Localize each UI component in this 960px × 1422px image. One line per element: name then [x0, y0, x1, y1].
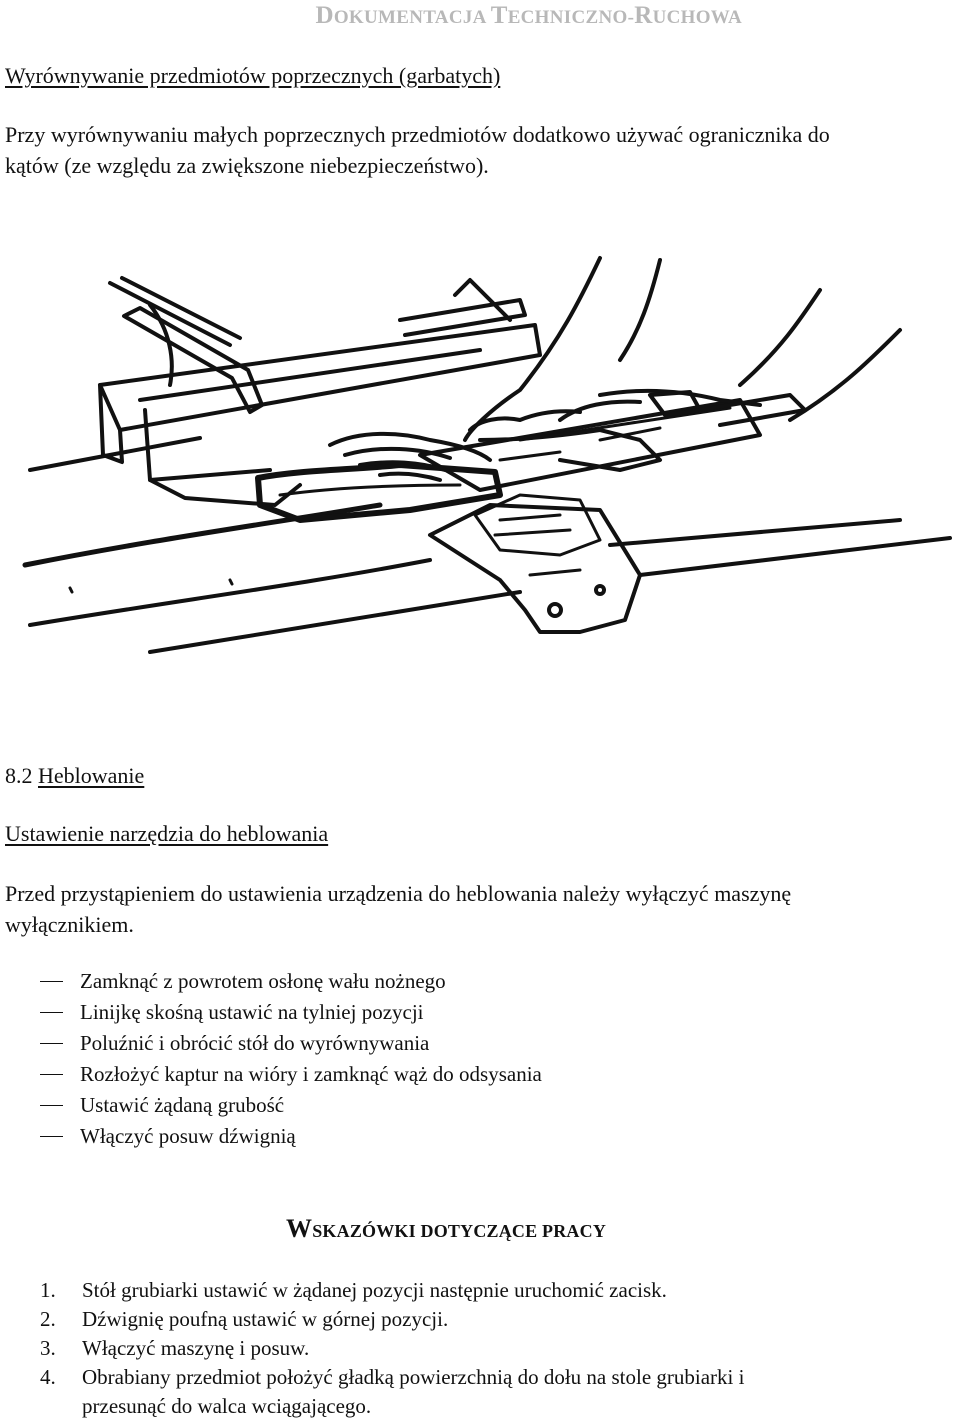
item-number: 3. [40, 1336, 56, 1360]
section2-paragraph-line1: Przed przystąpieniem do ustawienia urząd… [5, 881, 792, 906]
dash-icon [40, 1043, 63, 1044]
item-number: 1. [40, 1278, 56, 1302]
header-initial-d: D [315, 2, 334, 29]
item-text-continued: przesunąć do walca wciągającego. [82, 1394, 372, 1418]
header-word-1: OKUMENTACJA [333, 7, 486, 28]
section2-subheading: Ustawienie narzędzia do heblowania [5, 821, 329, 846]
wskazowki-title-rest: SKAZÓWKI DOTYCZĄCE PRACY [312, 1221, 607, 1241]
section2-title: 8.2 Heblowanie [5, 760, 144, 791]
section1-heading: Wyrównywanie przedmiotów poprzecznych (g… [5, 63, 501, 88]
dash-icon [40, 1105, 63, 1106]
document-header: DOKUMENTACJA TECHNICZNO-RUCHOWA [0, 2, 960, 30]
section1-paragraph: Przy wyrównywaniu małych poprzecznych pr… [5, 119, 955, 181]
header-word-3: UCHOWA [652, 7, 742, 28]
section2-heading: Heblowanie [38, 763, 145, 788]
bullet-text: Włączyć posuw dźwignią [80, 1124, 296, 1148]
section2-paragraph: Przed przystąpieniem do ustawienia urząd… [5, 878, 955, 940]
bullet-text: Linijkę skośną ustawić na tylniej pozycj… [80, 1000, 424, 1024]
section1-paragraph-line2: kątów (ze względu za zwiększone niebezpi… [5, 153, 489, 178]
wskazowki-initial: W [286, 1214, 313, 1243]
item-text: Stół grubiarki ustawić w żądanej pozycji… [82, 1278, 667, 1302]
header-word-2: ECHNICZNO [507, 7, 628, 28]
planer-jointer-hands-illustration-icon [22, 256, 952, 654]
numbered-item: 3. Włączyć maszynę i posuw. [40, 1334, 940, 1363]
bullet-text: Zamknąć z powrotem osłonę wału nożnego [80, 969, 446, 993]
dash-icon [40, 981, 63, 982]
item-text: Włączyć maszynę i posuw. [82, 1336, 310, 1360]
numbered-item: 2. Dźwignię poufną ustawić w górnej pozyc… [40, 1305, 940, 1334]
dash-icon [40, 1074, 63, 1075]
bullet-text: Poluźnić i obrócić stół do wyrównywania [80, 1031, 430, 1055]
header-initial-t: T [490, 2, 508, 29]
dash-icon [40, 1136, 63, 1137]
item-number: 4. [40, 1365, 56, 1389]
header-initial-r: R [634, 2, 653, 29]
numbered-item: 1. Stół grubiarki ustawić w żądanej pozyc… [40, 1276, 940, 1305]
section1-paragraph-line1: Przy wyrównywaniu małych poprzecznych pr… [5, 122, 830, 147]
item-text: Dźwignię poufną ustawić w górnej pozycji… [82, 1307, 449, 1331]
numbered-item: 4. Obrabiany przedmiot położyć gładką pow… [40, 1363, 940, 1421]
section2-paragraph-line2: wyłącznikiem. [5, 912, 134, 937]
bullet-text: Ustawić żądaną grubość [80, 1093, 285, 1117]
dash-icon [40, 1012, 63, 1013]
item-number: 2. [40, 1307, 56, 1331]
header-dash: - [627, 7, 635, 28]
item-text: Obrabiany przedmiot położyć gładką powie… [82, 1365, 745, 1389]
wskazowki-heading: WSKAZÓWKI DOTYCZĄCE PRACY [286, 1214, 606, 1244]
bullet-text: Rozłożyć kaptur na wióry i zamknąć wąż d… [80, 1062, 542, 1086]
section2-number: 8.2 [5, 763, 33, 788]
